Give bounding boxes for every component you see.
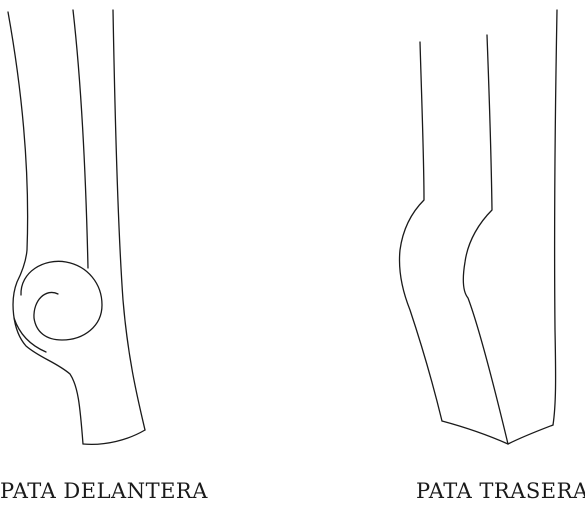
front-leg-label: PATA DELANTERA xyxy=(0,478,208,504)
rear-leg-drawing xyxy=(399,10,557,444)
rear-leg-hock-line xyxy=(463,35,508,444)
rear-leg-right-contour xyxy=(553,10,557,425)
front-leg-outer-contour xyxy=(8,12,83,444)
front-leg-right-contour xyxy=(113,10,145,430)
front-leg-knee-joint xyxy=(21,261,102,340)
front-leg-hoof-line xyxy=(83,430,145,444)
rear-leg-hoof-line xyxy=(442,421,508,444)
front-leg-tendon-line xyxy=(73,10,88,268)
rear-leg-hoof-tip xyxy=(508,425,553,444)
rear-leg-label: PATA TRASERA xyxy=(416,478,585,504)
rear-leg-left-contour xyxy=(399,42,442,421)
front-leg-drawing xyxy=(8,10,145,444)
